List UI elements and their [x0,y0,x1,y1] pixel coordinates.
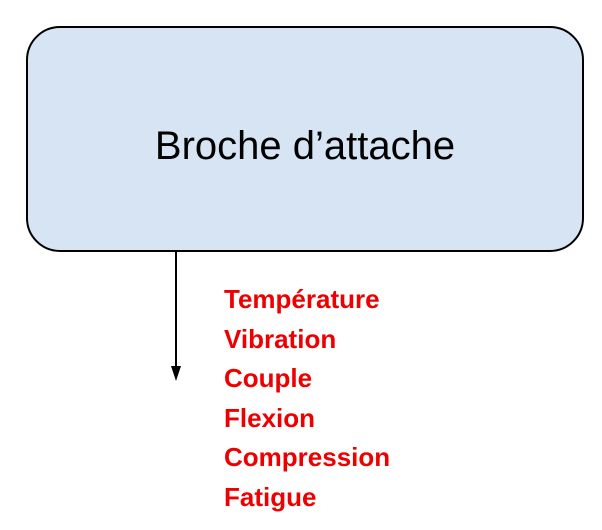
stress-factor-list: Température Vibration Couple Flexion Com… [224,280,390,517]
factor-item: Couple [224,363,313,393]
factor-item: Température [224,284,380,314]
component-node: Broche d’attache [26,26,584,252]
node-label: Broche d’attache [154,123,456,168]
arrow-head [171,366,181,381]
factor-item: Flexion [224,402,316,433]
factor-item: Vibration [224,323,337,354]
factor-item: Compression [224,442,391,472]
factor-item: Fatigue [224,481,317,512]
